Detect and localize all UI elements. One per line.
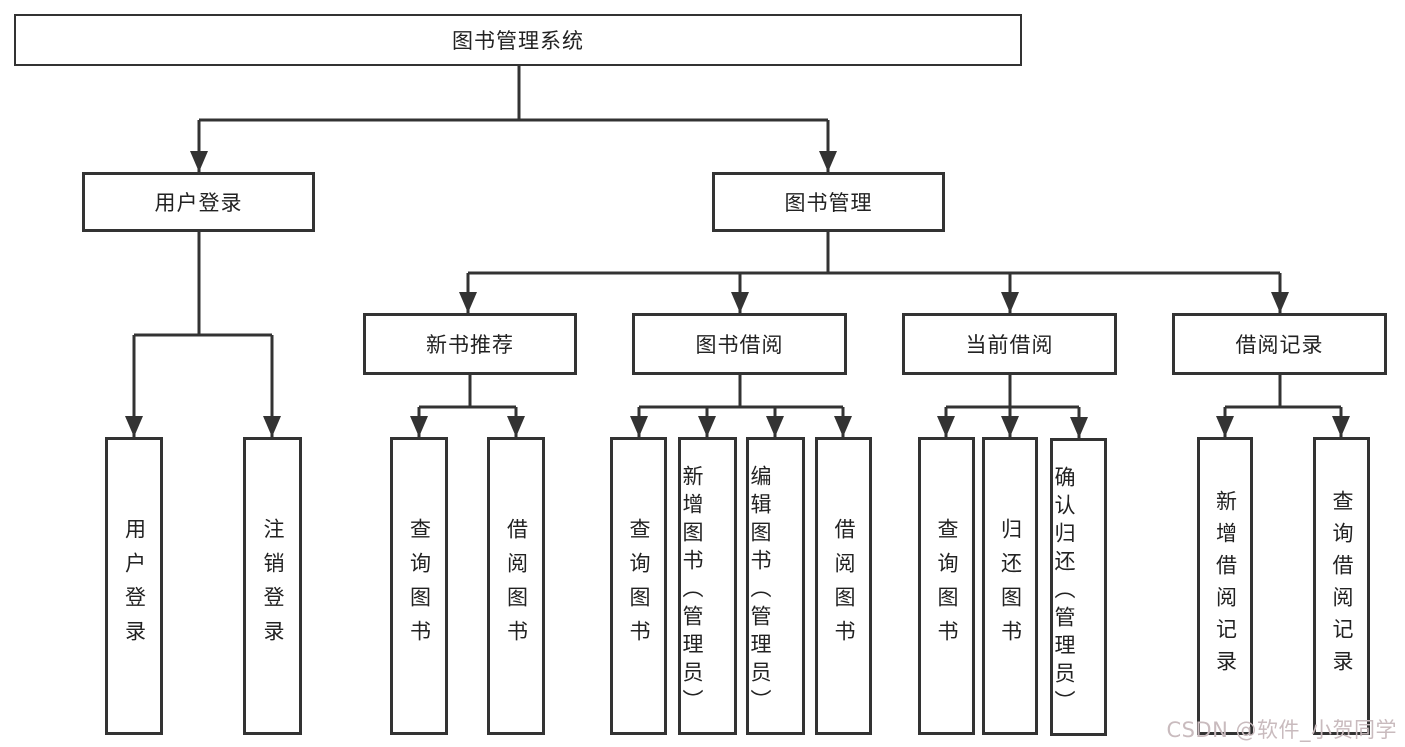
node-leaf-record-query: 查询借阅记录: [1313, 437, 1370, 735]
node-leaf-newbook-borrow-label: 借阅图书: [504, 518, 529, 654]
watermark: CSDN @软件_小贺同学: [1166, 718, 1397, 742]
node-leaf-record-add: 新增借阅记录: [1197, 437, 1253, 735]
node-leaf-current-confirm: 确认归还（管理员）: [1050, 438, 1107, 736]
node-leaf-borrow-add: 新增图书（管理员）: [678, 437, 737, 735]
connector-book-borrow-children: [630, 375, 852, 437]
node-leaf-current-confirm-label: 确认归还（管理员）: [1052, 465, 1076, 718]
node-leaf-borrow-borrow-label: 借阅图书: [832, 518, 856, 654]
connector-new-book-children: [410, 375, 525, 437]
node-leaf-current-query-label: 查询图书: [935, 518, 959, 654]
node-borrow-record-label: 借阅记录: [1235, 333, 1324, 357]
node-leaf-record-add-label: 新增借阅记录: [1213, 490, 1238, 682]
node-leaf-user-login-label: 用户登录: [122, 518, 147, 654]
node-book-management-label: 图书管理: [784, 191, 873, 215]
connector-current-borrow-children: [937, 375, 1088, 438]
node-book-management: 图书管理: [712, 172, 945, 232]
connector-user-login-children: [125, 232, 281, 437]
node-book-borrow-label: 图书借阅: [695, 333, 784, 357]
connector-root-to-level2: [190, 66, 837, 172]
node-leaf-newbook-query: 查询图书: [390, 437, 448, 735]
node-user-login-label: 用户登录: [154, 191, 243, 215]
node-leaf-current-query: 查询图书: [918, 437, 975, 735]
node-leaf-borrow-query: 查询图书: [610, 437, 667, 735]
node-leaf-borrow-add-label: 新增图书（管理员）: [680, 464, 704, 717]
node-new-book-recommend: 新书推荐: [363, 313, 577, 375]
node-borrow-record: 借阅记录: [1172, 313, 1387, 375]
node-root-label: 图书管理系统: [452, 29, 584, 53]
node-current-borrow: 当前借阅: [902, 313, 1117, 375]
node-leaf-logout-label: 注销登录: [261, 518, 285, 654]
node-leaf-newbook-query-label: 查询图书: [407, 518, 432, 654]
node-leaf-borrow-edit: 编辑图书（管理员）: [746, 437, 805, 735]
node-leaf-current-return-label: 归还图书: [998, 518, 1023, 654]
node-new-book-recommend-label: 新书推荐: [426, 333, 514, 357]
node-root: 图书管理系统: [14, 14, 1022, 66]
node-leaf-logout: 注销登录: [243, 437, 302, 735]
node-leaf-newbook-borrow: 借阅图书: [487, 437, 545, 735]
node-leaf-user-login: 用户登录: [105, 437, 163, 735]
node-leaf-record-query-label: 查询借阅记录: [1330, 490, 1354, 682]
node-leaf-current-return: 归还图书: [982, 437, 1038, 735]
node-leaf-borrow-borrow: 借阅图书: [815, 437, 872, 735]
node-book-borrow: 图书借阅: [632, 313, 847, 375]
node-current-borrow-label: 当前借阅: [965, 333, 1054, 357]
connector-book-management-children: [459, 232, 1289, 313]
node-leaf-borrow-edit-label: 编辑图书（管理员）: [748, 464, 772, 717]
node-user-login: 用户登录: [82, 172, 315, 232]
node-leaf-borrow-query-label: 查询图书: [627, 518, 651, 654]
connector-borrow-record-children: [1216, 375, 1350, 437]
